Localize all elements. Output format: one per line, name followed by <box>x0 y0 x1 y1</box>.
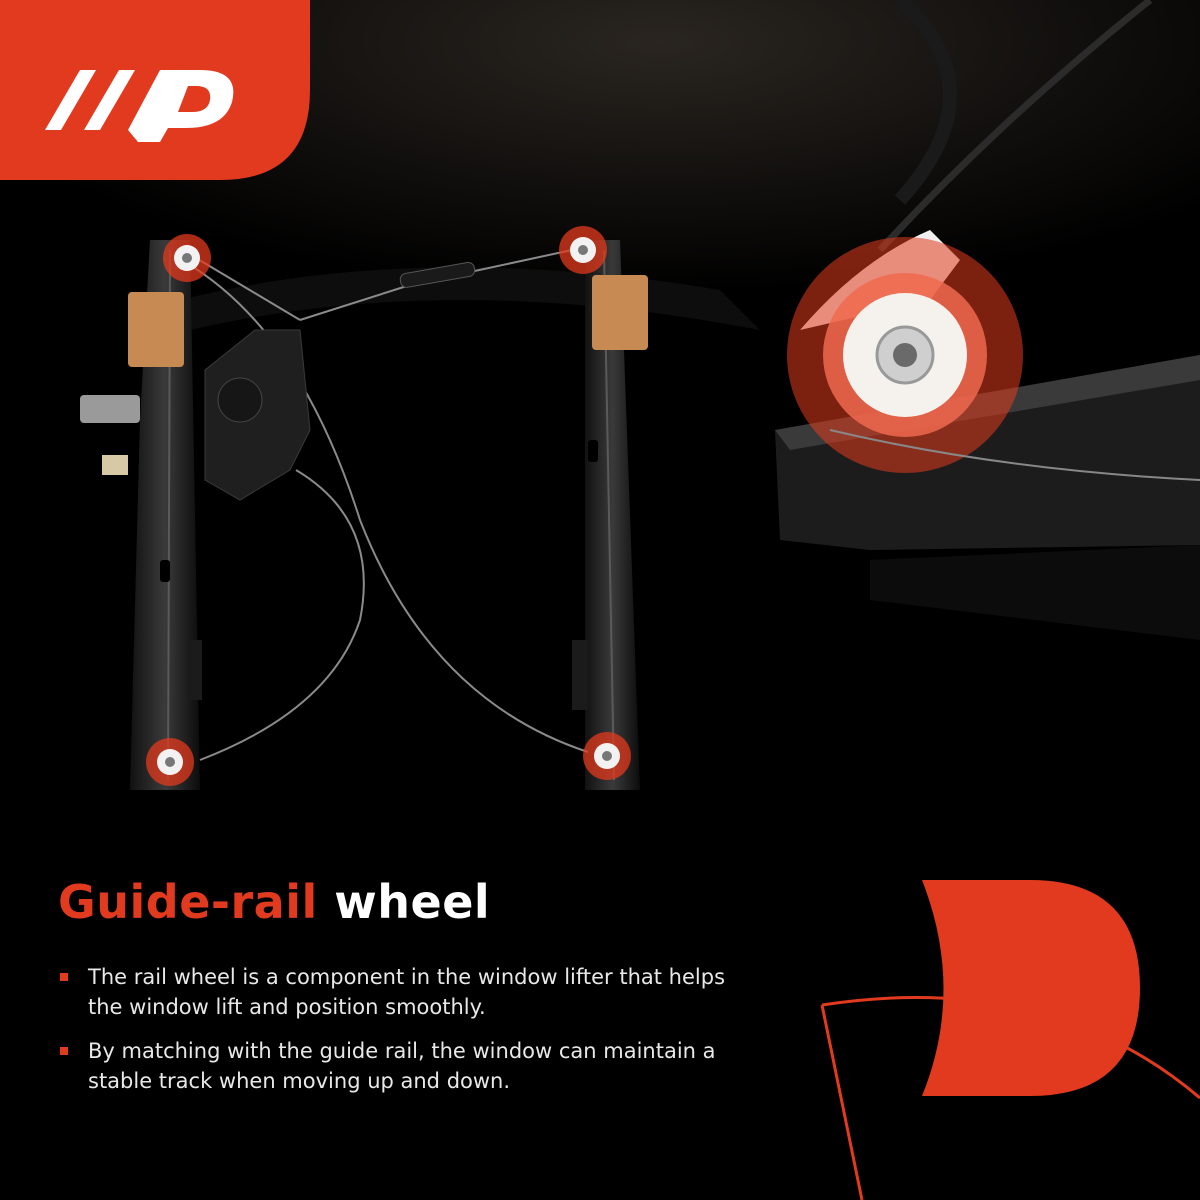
wheel-closeup <box>775 0 1200 640</box>
brand-logo <box>0 0 310 180</box>
pulley-top-right <box>559 226 607 274</box>
feature-list: The rail wheel is a component in the win… <box>58 962 758 1110</box>
right-glass-clip <box>592 275 648 350</box>
bullet-text: By matching with the guide rail, the win… <box>88 1039 716 1093</box>
left-glass-clip <box>128 292 184 367</box>
headline-accent: Guide-rail <box>58 875 318 929</box>
list-item: The rail wheel is a component in the win… <box>58 962 758 1022</box>
pulley-bottom-right <box>583 732 631 780</box>
list-item: By matching with the guide rail, the win… <box>58 1036 758 1096</box>
square-bullet-icon <box>60 973 68 981</box>
square-bullet-icon <box>60 1047 68 1055</box>
headline: Guide-rail wheel <box>58 875 490 929</box>
cable-sleeve <box>399 261 476 288</box>
decorative-d-shape <box>820 880 1200 1200</box>
pulley-top-left <box>163 234 211 282</box>
pulley-bottom-left <box>146 738 194 786</box>
lifter-cables <box>184 249 589 761</box>
window-motor <box>80 329 311 501</box>
headline-rest: wheel <box>334 875 491 929</box>
bullet-text: The rail wheel is a component in the win… <box>88 965 726 1019</box>
